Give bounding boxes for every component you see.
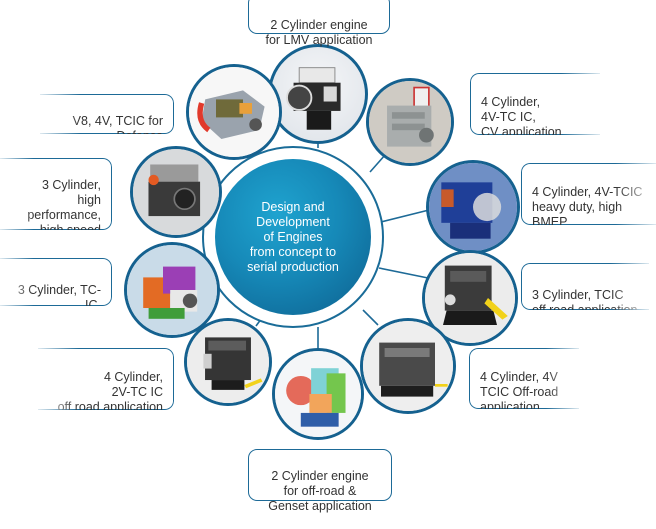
engine-4cyl-cv-icon	[369, 81, 451, 163]
engine-label-lower-left: 4 Cylinder, 2V-TC IC off road applicatio…	[57, 370, 163, 414]
label-box-left-2: 3 Cylinder, TC-IC, off road application	[0, 258, 112, 342]
engine-image-upper-right	[366, 78, 454, 166]
label-box-top: 2 Cylinder engine for LMV application	[248, 0, 390, 47]
engine-3cyl-high-perf-icon	[133, 149, 219, 235]
engine-2cyl-genset-icon	[275, 351, 361, 437]
label-box-upper-left: V8, 4V, TCIC for Defence applications	[40, 94, 174, 158]
hub-title: Design and Development of Engines from c…	[247, 199, 339, 274]
label-box-right-1: 4 Cylinder, 4V-TCIC heavy duty, high BME…	[521, 163, 656, 244]
engine-label-lower-right: 4 Cylinder, 4V TCIC Off-road application	[480, 370, 559, 414]
engine-3cyl-tc-ic-icon	[127, 245, 217, 335]
spoke-upper-right	[369, 154, 386, 173]
label-box-lower-right: 4 Cylinder, 4V TCIC Off-road application	[469, 348, 579, 414]
engine-image-lower-left	[184, 318, 272, 406]
engine-2cyl-lmv-icon	[286, 67, 341, 130]
spoke-right-2	[378, 267, 429, 279]
engine-v8-defence-icon	[189, 67, 279, 157]
spoke-lower-right	[362, 309, 379, 326]
label-box-bottom: 2 Cylinder engine for off-road & Genset …	[248, 449, 392, 513]
engine-image-upper-left	[186, 64, 282, 160]
engine-image-top	[268, 44, 368, 144]
engine-4cyl-2v-icon	[187, 321, 269, 403]
label-box-right-2: 3 Cylinder, TCIC off road application	[521, 263, 649, 317]
engine-image-left-2	[124, 242, 220, 338]
engine-3cyl-tcic-icon	[425, 253, 515, 343]
engine-image-left-1	[130, 146, 222, 238]
engine-image-lower-right	[360, 318, 456, 414]
label-box-upper-right: 4 Cylinder, 4V-TC IC, CV application	[470, 73, 600, 139]
engine-label-upper-right: 4 Cylinder, 4V-TC IC, CV application	[481, 95, 562, 139]
label-box-lower-left: 4 Cylinder, 2V-TC IC off road applicatio…	[38, 348, 174, 414]
spoke-right-1	[380, 209, 430, 223]
engine-4cyl-heavy-duty-icon	[429, 163, 517, 251]
engine-label-top: 2 Cylinder engine for LMV application	[265, 18, 373, 47]
engine-development-diagram: Design and Development of Engines from c…	[0, 0, 656, 513]
engine-image-bottom	[272, 348, 364, 440]
label-box-left-1: 3 Cylinder, high performance, high speed…	[0, 158, 112, 267]
engine-image-right-1	[426, 160, 520, 254]
engine-image-right-2	[422, 250, 518, 346]
engine-label-bottom: 2 Cylinder engine for off-road & Genset …	[268, 469, 372, 513]
hub-circle: Design and Development of Engines from c…	[215, 159, 371, 315]
engine-4cyl-offroad-icon	[363, 321, 453, 411]
